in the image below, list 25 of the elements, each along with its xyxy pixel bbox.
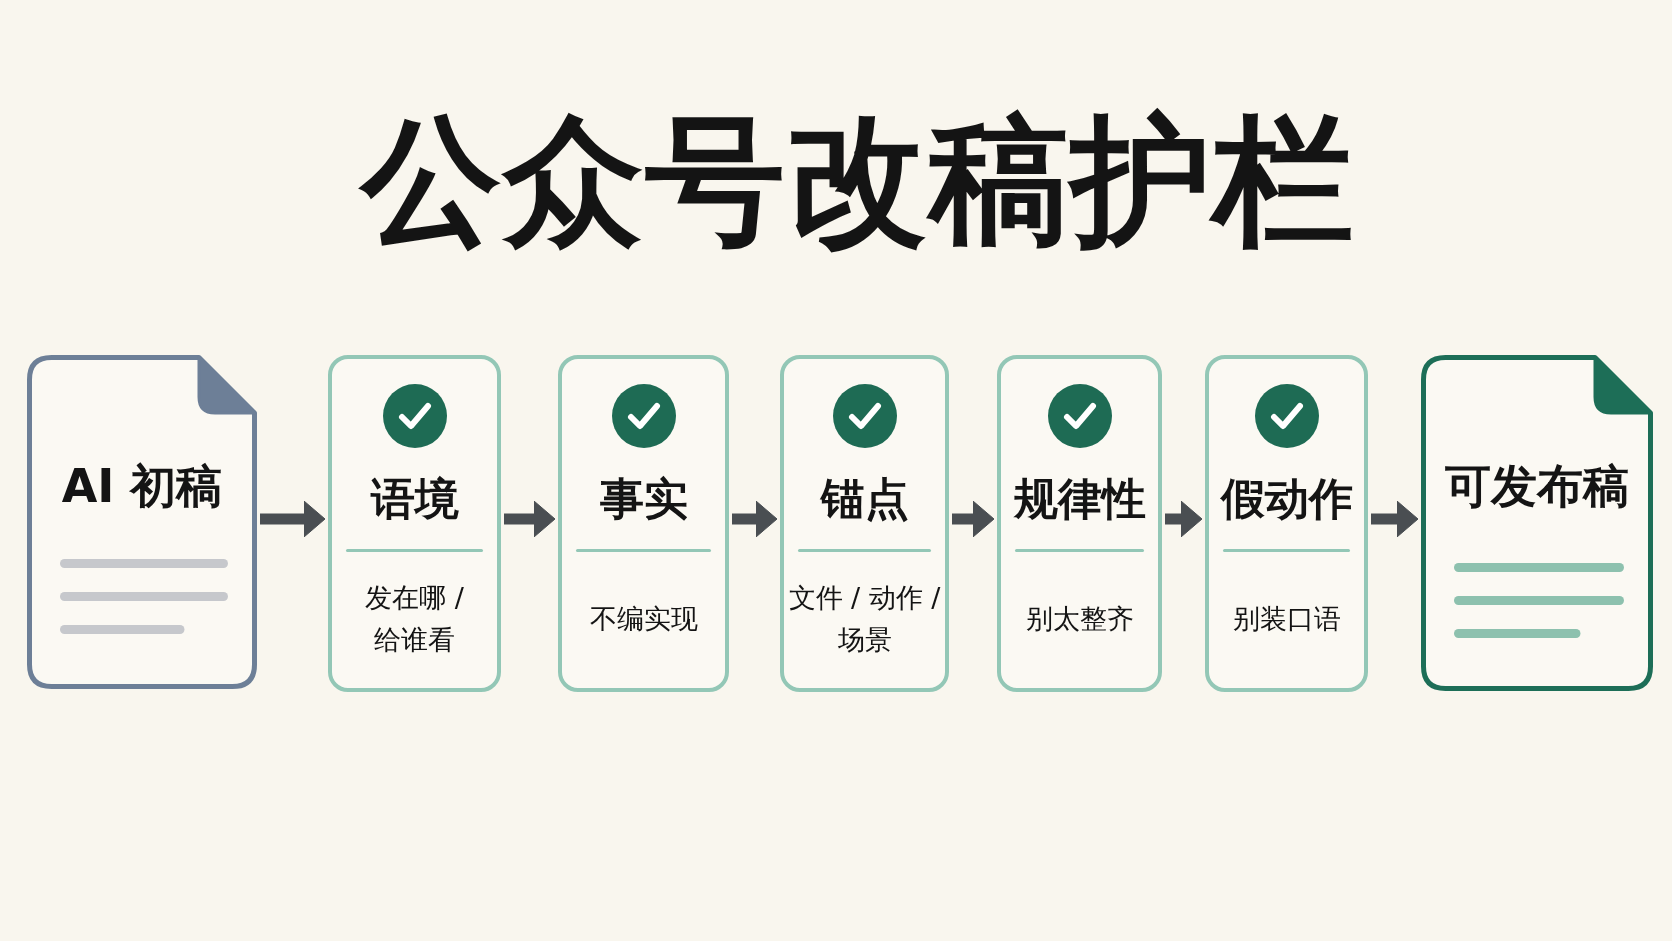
step-title: 事实 (599, 473, 688, 526)
step-note: 别装口语 (1232, 602, 1341, 637)
arrow (1371, 500, 1419, 538)
arrow (1165, 500, 1203, 538)
step-card (1205, 355, 1368, 692)
document-title: 可发布稿 (1445, 459, 1629, 515)
arrow (952, 500, 995, 538)
step-title: 假动作 (1220, 473, 1353, 526)
arrow (504, 500, 556, 538)
step-card (997, 355, 1162, 692)
step-title: 锚点 (820, 473, 909, 526)
step-card (328, 355, 501, 692)
step-title: 语境 (370, 473, 459, 526)
step-card (558, 355, 729, 692)
step-note: 文件 / 动作 / 场景 (787, 581, 942, 657)
step-note: 别太整齐 (1025, 602, 1134, 637)
step-title: 规律性 (1013, 473, 1146, 526)
document-card (27, 355, 257, 689)
step-note: 发在哪 / 给谁看 (364, 581, 465, 657)
step-note: 不编实现 (589, 602, 698, 637)
document-title: AI 初稿 (61, 459, 223, 515)
document-card (1421, 355, 1653, 691)
step-card (780, 355, 949, 692)
arrow (732, 500, 778, 538)
arrow (260, 500, 326, 538)
